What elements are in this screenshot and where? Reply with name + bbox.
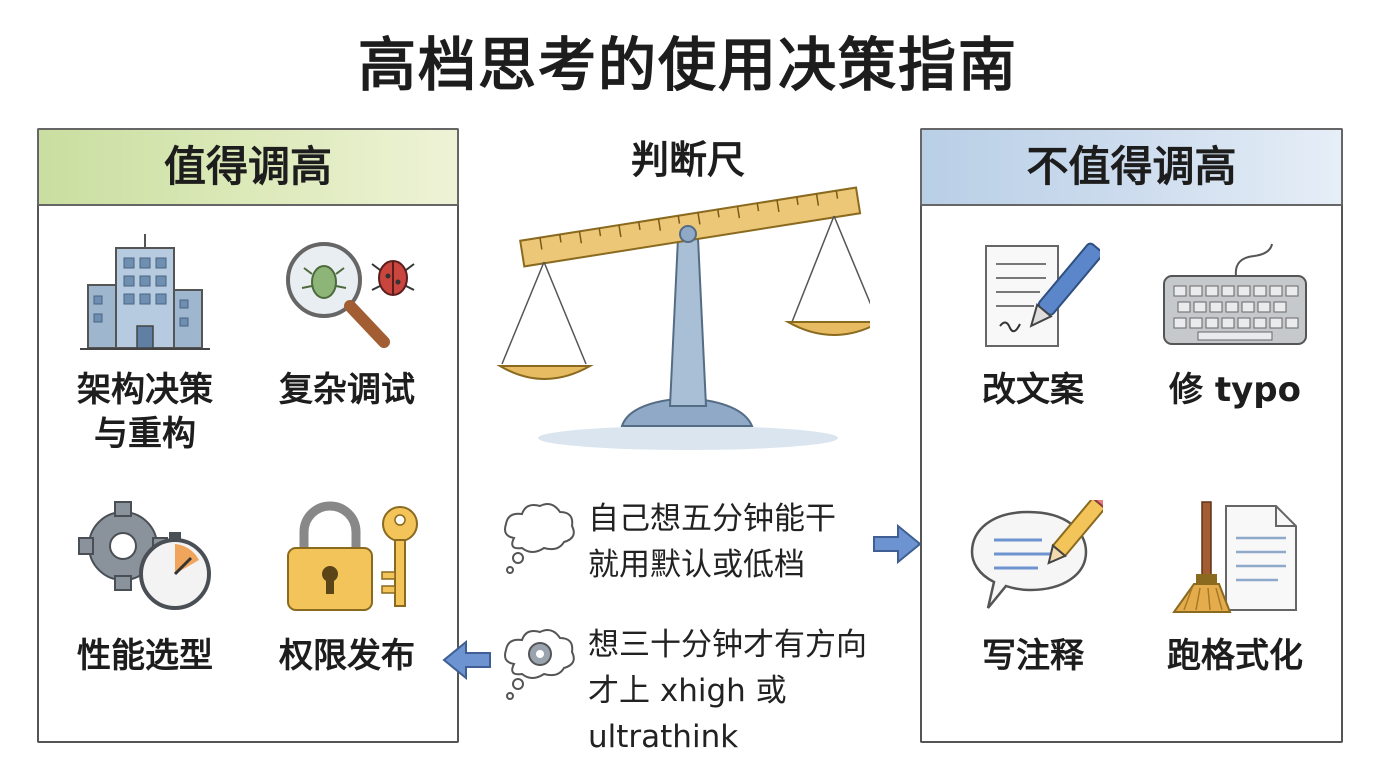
gear-stopwatch-icon (75, 500, 220, 615)
page-title: 高档思考的使用决策指南 (357, 31, 1018, 99)
item-performance-selection: 性能选型 (77, 636, 213, 676)
arrow-right-icon (872, 524, 922, 564)
item-fix-typo: 修 typo (1169, 370, 1301, 410)
keyboard-icon (1160, 240, 1310, 350)
item-architecture-line1: 架构决策 (77, 370, 213, 410)
rule-high-line1: 想三十分钟才有方向 (588, 627, 867, 663)
rule-low-line1: 自己想五分钟能干 (588, 501, 836, 537)
padlock-key-icon (282, 500, 422, 615)
item-edit-copy: 改文案 (982, 370, 1084, 410)
item-run-formatting: 跑格式化 (1167, 636, 1303, 676)
document-pen-icon (980, 240, 1100, 355)
scale-header: 判断尺 (630, 138, 745, 182)
thought-cloud-icon (498, 498, 580, 580)
item-complex-debugging: 复杂调试 (279, 370, 415, 410)
rule-low-text: 自己想五分钟能干 就用默认或低档 (588, 496, 888, 588)
item-architecture: 架构决策 (60, 366, 230, 414)
speech-bubble-pencil-icon (968, 500, 1103, 615)
arrow-left-icon (442, 640, 492, 680)
rule-high-text: 想三十分钟才有方向 才上 xhigh 或 ultrathink (588, 622, 928, 760)
item-architecture-line2: 与重构 (94, 414, 196, 454)
item-write-comments: 写注释 (982, 636, 1084, 676)
worth-raising-header: 值得调高 (37, 128, 459, 206)
rule-high-line2: 才上 xhigh 或 ultrathink (588, 673, 787, 755)
balance-scale-ruler-icon (490, 186, 870, 456)
worth-raising-panel (37, 128, 459, 743)
broom-document-icon (1168, 498, 1303, 616)
thought-cloud-gear-icon (498, 624, 580, 706)
office-building-icon (80, 230, 210, 355)
item-permission-release: 权限发布 (279, 636, 415, 676)
not-worth-raising-header: 不值得调高 (920, 128, 1343, 206)
rule-low-line2: 就用默认或低档 (588, 547, 805, 583)
magnifier-bug-icon (280, 238, 420, 353)
not-worth-raising-panel (920, 128, 1343, 743)
